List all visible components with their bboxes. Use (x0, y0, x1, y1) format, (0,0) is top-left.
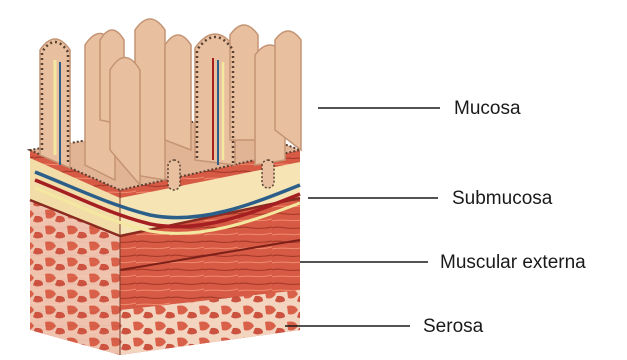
label-serosa: Serosa (423, 316, 484, 337)
label-submucosa: Submucosa (452, 188, 553, 209)
label-mucosa: Mucosa (454, 98, 521, 119)
label-muscular-externa: Muscular externa (440, 252, 586, 273)
mucosa-layer (30, 19, 301, 190)
